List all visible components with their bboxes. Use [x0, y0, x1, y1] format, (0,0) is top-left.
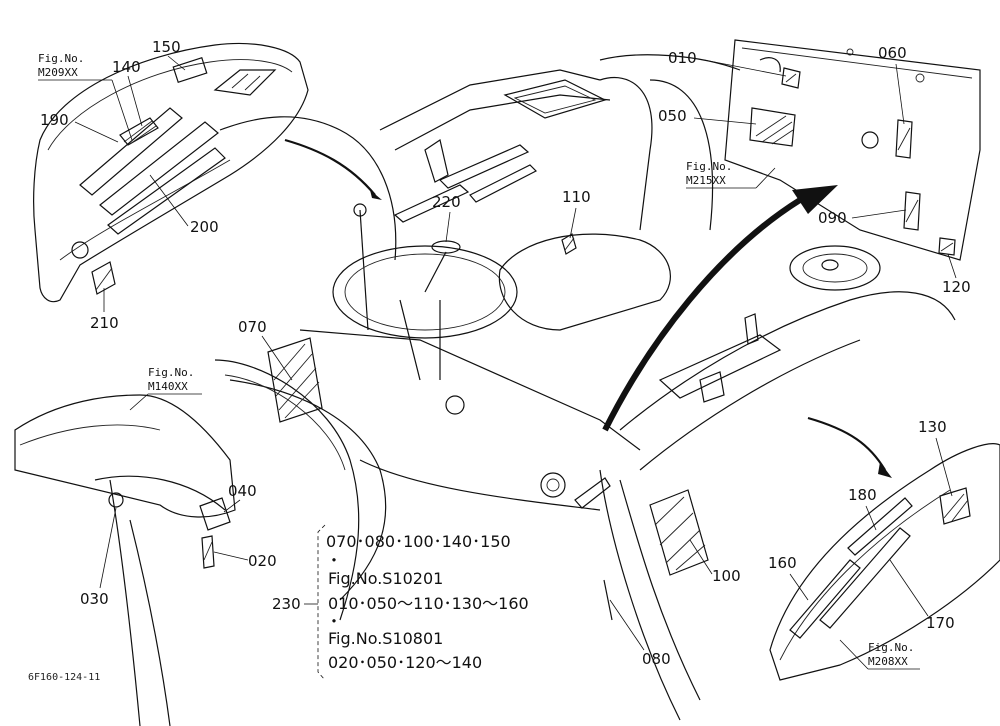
- fig-ref-m208-code: M208XX: [868, 655, 908, 668]
- fig-ref-m140-code: M140XX: [148, 380, 188, 393]
- callout-180: 180: [848, 486, 877, 504]
- callout-170: 170: [926, 614, 955, 632]
- callout-100: 100: [712, 567, 741, 585]
- fig-ref-m209-label: Fig.No.: [38, 52, 84, 65]
- fig-ref-m215-label: Fig.No.: [686, 160, 732, 173]
- note-line-5: 020･050･120～140: [328, 653, 482, 672]
- arrow-console-to-detail: [807, 416, 886, 471]
- seat-icon: [498, 233, 671, 331]
- drawing-code: 6F160-124-11: [28, 672, 100, 683]
- callout-230: 230: [272, 595, 301, 613]
- callout-040: 040: [228, 482, 257, 500]
- tractor-body: 070 220 110: [214, 54, 741, 621]
- callout-010: 010: [668, 49, 697, 67]
- rear-panel-detail: Fig.No. M215XX 010 050 060 090 120: [658, 39, 981, 296]
- note-dot-2: ・: [326, 612, 342, 631]
- right-console: 100 080: [599, 245, 956, 721]
- fig-ref-m140-label: Fig.No.: [148, 366, 194, 379]
- note-line-4: Fig.No.S10801: [328, 629, 443, 648]
- callout-150: 150: [152, 38, 181, 56]
- callout-060: 060: [878, 44, 907, 62]
- callout-070: 070: [238, 318, 267, 336]
- note-line-1: 070･080･100･140･150: [326, 532, 511, 551]
- callout-190: 190: [40, 111, 69, 129]
- callout-080: 080: [642, 650, 671, 668]
- arrow-floor-to-rear: [602, 197, 802, 432]
- callout-160: 160: [768, 554, 797, 572]
- fig-ref-m215-code: M215XX: [686, 174, 726, 187]
- callout-130: 130: [918, 418, 947, 436]
- steering-wheel-icon: [332, 245, 518, 339]
- callout-210: 210: [90, 314, 119, 332]
- callout-220: 220: [432, 193, 461, 211]
- assembly-note: 070･080･100･140･150 ・ Fig.No.S10201 010･…: [272, 524, 529, 681]
- note-line-3: 010･050～110･130～160: [328, 594, 529, 613]
- callout-020: 020: [248, 552, 277, 570]
- fig-ref-m209-code: M209XX: [38, 66, 78, 79]
- callout-030: 030: [80, 590, 109, 608]
- hood-detail: Fig.No. M140XX 040 020 030: [14, 366, 277, 726]
- callout-140: 140: [112, 58, 141, 76]
- fig-ref-m208-label: Fig.No.: [868, 641, 914, 654]
- note-line-2: Fig.No.S10201: [328, 569, 443, 588]
- dashboard-panel-detail: Fig.No. M209XX 150 140 190 200 210: [33, 38, 309, 332]
- callout-090: 090: [818, 209, 847, 227]
- callout-110: 110: [562, 188, 591, 206]
- arrow-panel-to-dash: [284, 138, 376, 196]
- note-dot-1: ・: [326, 551, 342, 570]
- callout-120: 120: [942, 278, 971, 296]
- instrument-detail: Fig.No. M208XX 130 180 160 170: [768, 418, 1000, 681]
- callout-200: 200: [190, 218, 219, 236]
- callout-050: 050: [658, 107, 687, 125]
